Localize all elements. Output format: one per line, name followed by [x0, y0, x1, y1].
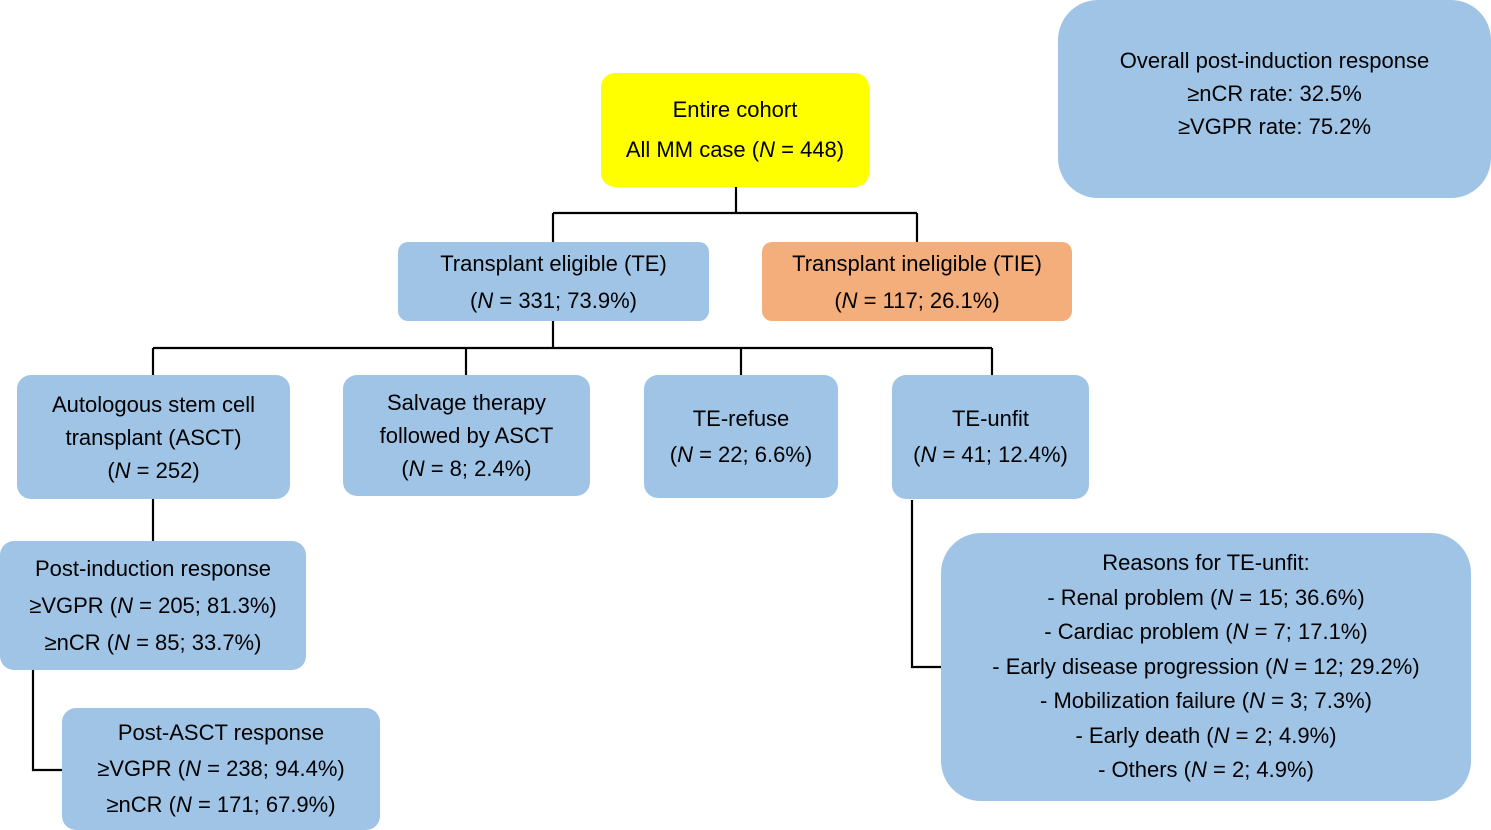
post-induction-title: Post-induction response — [34, 556, 272, 581]
post-asct-box: Post-ASCT response ≥VGPR (N = 238; 94.4%… — [62, 708, 380, 830]
te-count: (N = 331; 73.9%) — [470, 287, 637, 313]
post-induction-vgpr: ≥VGPR (N = 205; 81.3%) — [29, 593, 277, 618]
te-unfit-reasons-box: Reasons for TE-unfit: - Renal problem (N… — [941, 533, 1471, 801]
overall-vgpr-rate: ≥VGPR rate: 75.2% — [1177, 114, 1372, 139]
transplant-eligible-box: Transplant eligible (TE) (N = 331; 73.9%… — [398, 242, 709, 321]
reason-mobilization-failure: - Mobilization failure (N = 3; 7.3%) — [1040, 688, 1372, 714]
salvage-line2: followed by ASCT — [379, 423, 554, 448]
refuse-title: TE-refuse — [692, 405, 790, 431]
post-asct-vgpr: ≥VGPR (N = 238; 94.4%) — [97, 756, 345, 781]
asct-line1: Autologous stem cell — [52, 391, 255, 417]
unfit-count: (N = 41; 12.4%) — [913, 442, 1068, 467]
reason-cardiac: - Cardiac problem (N = 7; 17.1%) — [1044, 619, 1368, 645]
unfit-title: TE-unfit — [951, 406, 1030, 431]
reason-others: - Others (N = 2; 4.9%) — [1098, 757, 1314, 783]
reason-early-death: - Early death (N = 2; 4.9%) — [1075, 722, 1337, 748]
asct-line2: transplant (ASCT) — [65, 424, 242, 450]
post-asct-title: Post-ASCT response — [117, 720, 325, 745]
reason-renal: - Renal problem (N = 15; 36.6%) — [1047, 584, 1365, 610]
connector-unfit-to-reasons — [910, 500, 941, 669]
refuse-count: (N = 22; 6.6%) — [669, 441, 813, 467]
asct-count: (N = 252) — [107, 457, 200, 483]
salvage-line1: Salvage therapy — [387, 390, 546, 415]
post-induction-box: Post-induction response ≥VGPR (N = 205; … — [0, 541, 306, 670]
tie-title: Transplant ineligible (TIE) — [792, 250, 1042, 276]
cohort-title: Entire cohort — [672, 97, 798, 122]
asct-box: Autologous stem cell transplant (ASCT) (… — [17, 375, 290, 499]
te-title: Transplant eligible (TE) — [440, 250, 667, 276]
overall-ncr-rate: ≥nCR rate: 32.5% — [1187, 81, 1362, 106]
tie-count: (N = 117; 26.1%) — [834, 287, 1000, 313]
transplant-ineligible-box: Transplant ineligible (TIE) (N = 117; 26… — [762, 242, 1072, 321]
entire-cohort-box: Entire cohort All MM case (N = 448) — [601, 73, 869, 187]
te-unfit-box: TE-unfit (N = 41; 12.4%) — [892, 375, 1089, 499]
overall-response-box: Overall post-induction response ≥nCR rat… — [1058, 0, 1491, 198]
reason-early-progression: - Early disease progression (N = 12; 29.… — [992, 653, 1420, 679]
cohort-count: All MM case (N = 448) — [625, 137, 845, 162]
overall-response-title: Overall post-induction response — [1119, 48, 1430, 73]
connector-post-induction-to-post-asct — [31, 669, 62, 772]
reasons-title: Reasons for TE-unfit: — [1102, 550, 1310, 576]
post-asct-ncr: ≥nCR (N = 171; 67.9%) — [106, 792, 336, 817]
salvage-box: Salvage therapy followed by ASCT (N = 8;… — [343, 375, 590, 496]
te-refuse-box: TE-refuse (N = 22; 6.6%) — [644, 375, 838, 498]
salvage-count: (N = 8; 2.4%) — [401, 456, 532, 481]
post-induction-ncr: ≥nCR (N = 85; 33.7%) — [44, 630, 262, 655]
